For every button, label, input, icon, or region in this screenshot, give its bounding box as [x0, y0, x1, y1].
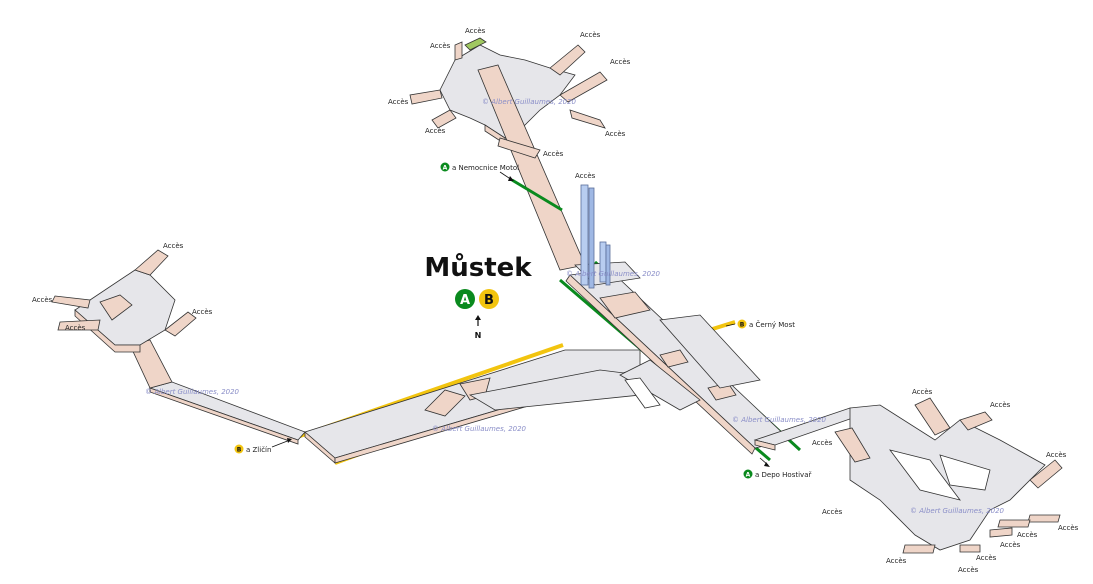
destination-text: a Černý Most: [749, 320, 795, 329]
line-b-letter: B: [484, 293, 494, 308]
svg-text:B: B: [740, 322, 745, 329]
svg-text:B: B: [237, 447, 242, 454]
watermark-text: © Albert Guillaumes, 2020: [432, 425, 527, 433]
line-a-platform: [565, 269, 791, 455]
north-arrow: N: [475, 315, 482, 340]
watermark-text: © Albert Guillaumes, 2020: [910, 507, 1005, 515]
access-label: Accès: [812, 439, 833, 447]
access-label: Accès: [990, 401, 1011, 409]
svg-text:A: A: [746, 472, 751, 479]
access-label: Accès: [1000, 541, 1021, 549]
watermark-text: © Albert Guillaumes, 2020: [482, 98, 577, 106]
access-label: Accès: [610, 58, 631, 66]
destination-text: a Nemocnice Motol: [452, 164, 519, 172]
station-title: Můstek: [424, 252, 532, 283]
north-label: N: [475, 331, 482, 340]
access-label: Accès: [605, 130, 626, 138]
access-label: Accès: [465, 27, 486, 35]
west-corridor: [129, 339, 306, 445]
watermark-text: © Albert Guillaumes, 2020: [732, 416, 827, 424]
access-label: Accès: [976, 554, 997, 562]
access-label: Accès: [163, 242, 184, 250]
line-b-badge: B: [479, 289, 499, 309]
access-label: Accès: [32, 296, 53, 304]
destination-b-west: B a Zličín: [234, 438, 292, 454]
access-labels: Accès Accès Accès Accès Accès Accès Accè…: [32, 27, 1079, 574]
access-label: Accès: [886, 557, 907, 565]
access-label: Accès: [1017, 531, 1038, 539]
access-label: Accès: [1058, 524, 1079, 532]
access-label: Accès: [822, 508, 843, 516]
access-label: Accès: [543, 150, 564, 158]
line-a-letter: A: [460, 293, 470, 308]
north-vestibule: [409, 37, 608, 271]
svg-text:A: A: [443, 165, 448, 172]
destination-b-east: B a Černý Most: [725, 319, 795, 329]
access-label: Accès: [912, 388, 933, 396]
watermark-text: © Albert Guillaumes, 2020: [566, 270, 661, 278]
access-label: Accès: [430, 42, 451, 50]
west-vestibule: [51, 249, 197, 353]
destination-text: a Depo Hostivař: [755, 471, 811, 479]
access-label: Accès: [388, 98, 409, 106]
southeast-vestibule: [834, 397, 1063, 554]
watermarks: © Albert Guillaumes, 2020 © Albert Guill…: [145, 98, 1005, 515]
destination-a-north: A a Nemocnice Motol: [440, 162, 519, 181]
access-label: Accès: [1046, 451, 1067, 459]
access-label: Accès: [580, 31, 601, 39]
destination-text: a Zličín: [246, 446, 271, 454]
watermark-text: © Albert Guillaumes, 2020: [145, 388, 240, 396]
access-label: Accès: [958, 566, 979, 574]
access-label: Accès: [575, 172, 596, 180]
access-label: Accès: [65, 324, 86, 332]
line-b-platform: [304, 349, 641, 464]
access-label: Accès: [425, 127, 446, 135]
destination-a-south: A a Depo Hostivař: [743, 457, 811, 479]
line-a-badge: A: [455, 289, 475, 309]
access-label: Accès: [192, 308, 213, 316]
station-header: Můstek A B N: [424, 252, 532, 340]
elevator-shafts: [580, 184, 611, 289]
